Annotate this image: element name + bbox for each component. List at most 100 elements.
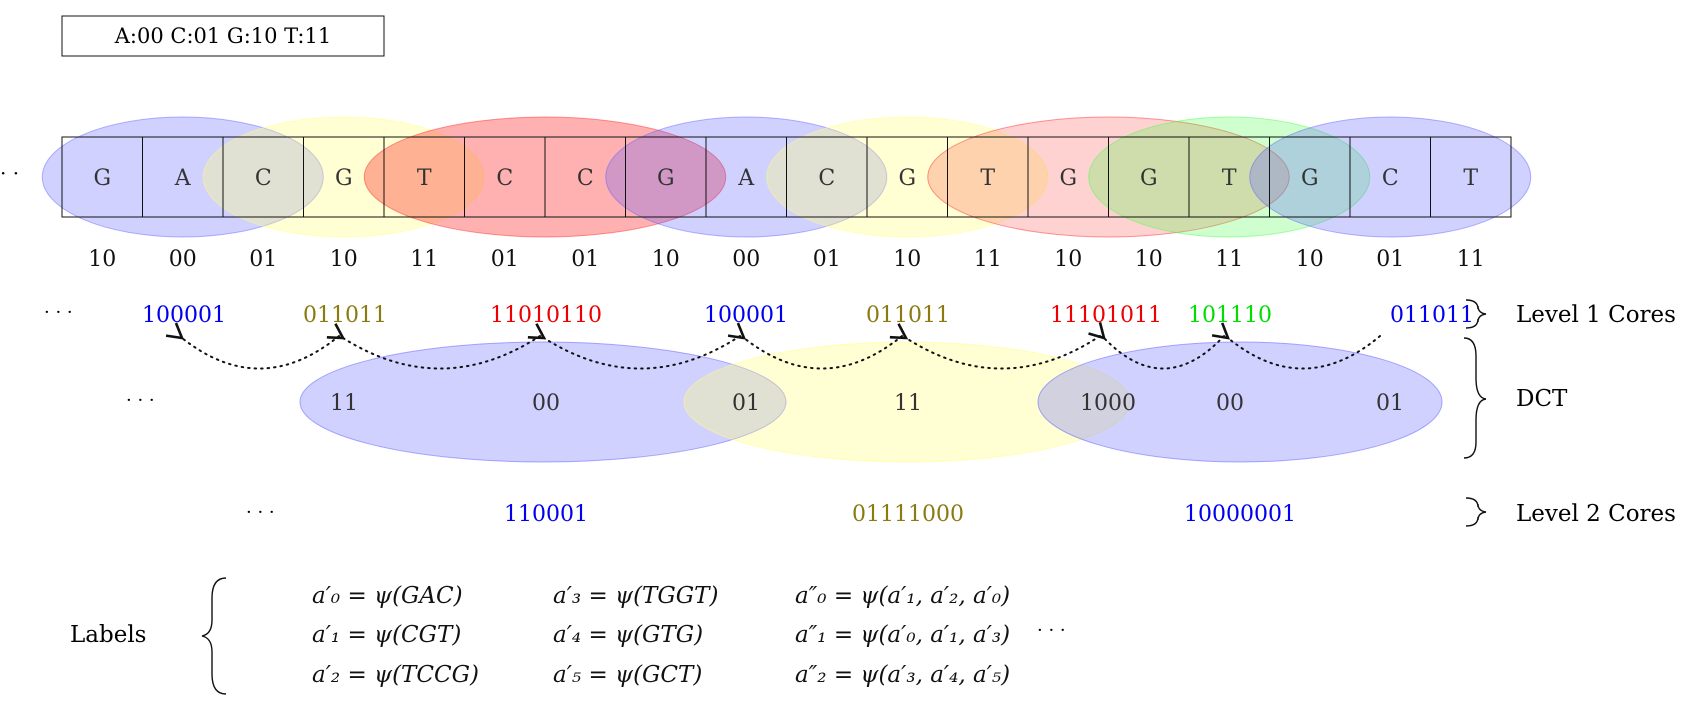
level1-brace bbox=[1465, 299, 1487, 329]
encoding-box-text: A:00 C:01 G:10 T:11 bbox=[114, 24, 331, 48]
dct-arrow bbox=[1088, 322, 1225, 370]
dct-arrow bbox=[326, 323, 541, 370]
label-definition: a″₁ = ψ(a′₀, a′₁, a′₃) bbox=[795, 622, 1010, 648]
level2-core-value: 10000001 bbox=[1184, 502, 1296, 527]
level1-core-value: 100001 bbox=[704, 303, 788, 328]
sequence-code: 01 bbox=[249, 247, 277, 272]
level1-core-value: 100001 bbox=[142, 303, 226, 328]
encoding-box bbox=[61, 15, 385, 57]
sequence-letter: T bbox=[1222, 166, 1237, 191]
level2-core-value: 01111000 bbox=[852, 502, 964, 527]
sequence-code: 11 bbox=[1457, 247, 1485, 272]
sequence-core-ellipse bbox=[202, 116, 485, 238]
level2-brace bbox=[1465, 497, 1487, 527]
dct-value: 00 bbox=[1216, 391, 1244, 416]
sequence-letter: C bbox=[496, 166, 513, 191]
sequence-letter: G bbox=[335, 166, 353, 191]
sequence-letter: G bbox=[657, 166, 675, 191]
dct-arrow bbox=[889, 323, 1101, 370]
level1-core-value: 011011 bbox=[1390, 303, 1474, 328]
labels-brace bbox=[201, 577, 227, 695]
dct-leading-dots: · · · bbox=[126, 390, 155, 411]
sequence-code: 01 bbox=[491, 247, 519, 272]
label-definition: a′₁ = ψ(CGT) bbox=[312, 622, 461, 648]
sequence-core-ellipse bbox=[1088, 116, 1371, 238]
level2-core-value: 110001 bbox=[504, 502, 588, 527]
sequence-core-ellipse bbox=[1249, 116, 1532, 238]
dct-value: 1000 bbox=[1080, 391, 1136, 416]
level1-core-value: 101110 bbox=[1188, 303, 1272, 328]
dct-arrows bbox=[165, 322, 1381, 370]
sequence-core-ellipse bbox=[41, 116, 324, 238]
sequence-cell bbox=[1430, 136, 1512, 218]
sequence-letter: T bbox=[980, 166, 995, 191]
dct-arrow bbox=[165, 322, 340, 370]
sequence-code: 00 bbox=[732, 247, 760, 272]
level1-brace-label: Level 1 Cores bbox=[1516, 302, 1676, 328]
dct-value: 11 bbox=[330, 391, 358, 416]
dct-value: 01 bbox=[732, 391, 760, 416]
dct-arrow bbox=[527, 323, 741, 370]
sequence-letter: A bbox=[174, 166, 192, 191]
dct-arrow bbox=[727, 322, 903, 370]
sequence-code: 10 bbox=[330, 247, 358, 272]
dct-ellipse bbox=[1037, 341, 1443, 463]
sequence-letter: C bbox=[1382, 166, 1399, 191]
sequence-code: 00 bbox=[169, 247, 197, 272]
sequence-core-ellipse bbox=[766, 116, 1049, 238]
dct-brace bbox=[1463, 337, 1487, 459]
sequence-letter: C bbox=[818, 166, 835, 191]
sequence-leading-dots: · · bbox=[0, 161, 19, 185]
level1-core-value: 011011 bbox=[866, 303, 950, 328]
sequence-letter: A bbox=[737, 166, 755, 191]
label-definition: a′₀ = ψ(GAC) bbox=[312, 583, 463, 609]
dct-ellipse bbox=[299, 341, 787, 463]
level2-leading-dots: · · · bbox=[246, 502, 275, 523]
sequence-letter: G bbox=[898, 166, 916, 191]
sequence-letter: G bbox=[93, 166, 111, 191]
label-definition: a″₀ = ψ(a′₁, a′₂, a′₀) bbox=[795, 583, 1010, 609]
sequence-codes: 10 00 01 10 11 01 01 10 00 01 10 11 10 10 11 10 01 11 bbox=[88, 247, 1485, 272]
label-definition: a″₂ = ψ(a′₃, a′₄, a′₅) bbox=[795, 662, 1010, 688]
level1-core-value: 11010110 bbox=[490, 303, 602, 328]
sequence-code: 10 bbox=[652, 247, 680, 272]
sequence-letter: C bbox=[577, 166, 594, 191]
dct-ellipse bbox=[683, 341, 1131, 463]
label-definition: a′₃ = ψ(TGGT) bbox=[553, 583, 718, 609]
sequence-code: 10 bbox=[1054, 247, 1082, 272]
dct-values: 11 00 01 11 1000 00 01 bbox=[330, 391, 1404, 416]
dct-value: 01 bbox=[1376, 391, 1404, 416]
dct-brace-label: DCT bbox=[1516, 386, 1568, 412]
labels-title: Labels bbox=[70, 622, 146, 648]
level2-values: 110001 01111000 10000001 bbox=[504, 502, 1296, 527]
sequence-letter: T bbox=[1463, 166, 1478, 191]
level1-leading-dots: · · · bbox=[44, 302, 73, 323]
sequence-letter: G bbox=[1301, 166, 1319, 191]
sequence-core-ellipse bbox=[605, 116, 888, 238]
level2-brace-label: Level 2 Cores bbox=[1516, 501, 1676, 527]
labels-columns: a′₀ = ψ(GAC) a′₁ = ψ(CGT) a′₂ = ψ(TCCG) a′₃… bbox=[312, 583, 1010, 688]
sequence-code: 01 bbox=[571, 247, 599, 272]
dct-value: 11 bbox=[894, 391, 922, 416]
sequence-code: 10 bbox=[893, 247, 921, 272]
label-definition: a′₂ = ψ(TCCG) bbox=[312, 662, 479, 688]
level1-core-value: 011011 bbox=[303, 303, 387, 328]
dct-arrow bbox=[1211, 322, 1381, 370]
dct-value: 00 bbox=[532, 391, 560, 416]
sequence-letter: G bbox=[1140, 166, 1158, 191]
sequence-code: 11 bbox=[410, 247, 438, 272]
sequence-letter: G bbox=[1059, 166, 1077, 191]
label-definition: a′₅ = ψ(GCT) bbox=[553, 662, 702, 688]
sequence-code: 01 bbox=[813, 247, 841, 272]
labels-trailing-dots: · · · bbox=[1037, 620, 1066, 641]
sequence-code: 01 bbox=[1376, 247, 1404, 272]
sequence-code: 10 bbox=[88, 247, 116, 272]
sequence-code: 10 bbox=[1296, 247, 1324, 272]
label-definition: a′₄ = ψ(GTG) bbox=[553, 622, 703, 648]
sequence-code: 10 bbox=[1135, 247, 1163, 272]
sequence-code: 11 bbox=[1215, 247, 1243, 272]
dct-ellipses bbox=[299, 341, 1443, 463]
sequence-code: 11 bbox=[974, 247, 1002, 272]
